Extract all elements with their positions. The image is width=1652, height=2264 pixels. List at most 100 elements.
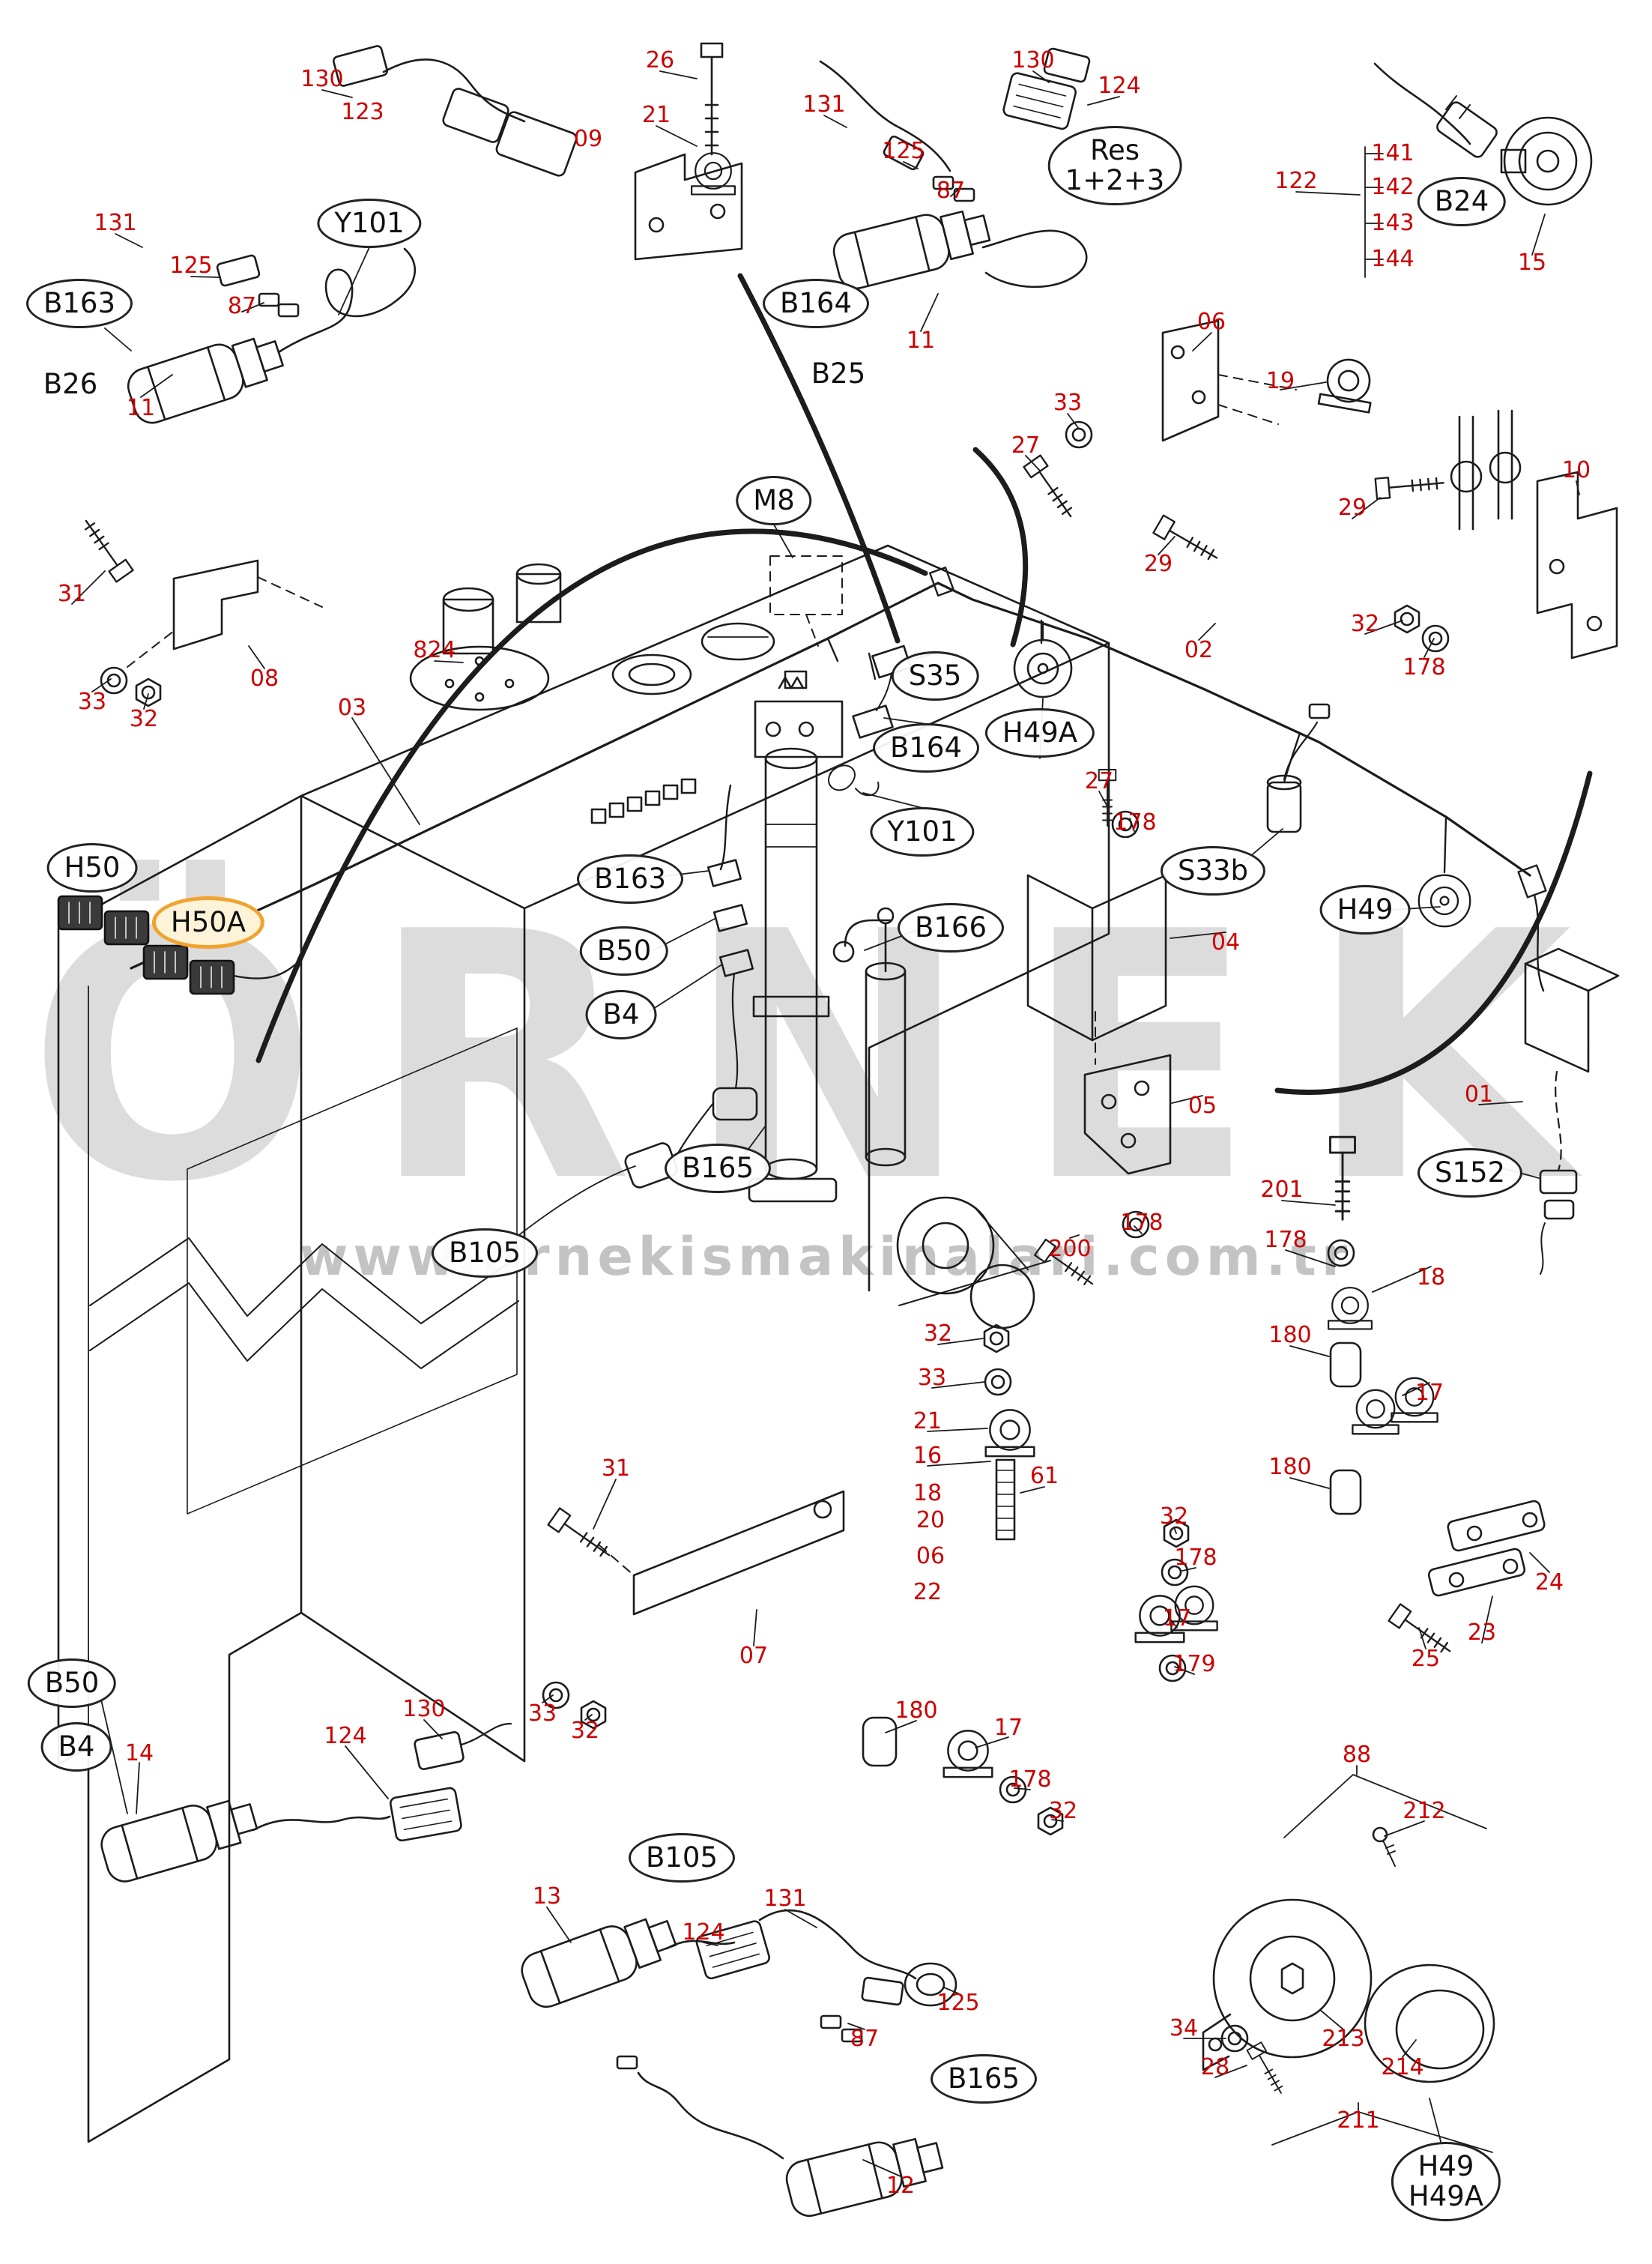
part-number-label: 31 xyxy=(601,1455,631,1482)
part-number-label: 20 xyxy=(916,1507,945,1533)
bracket-09-assembly xyxy=(634,42,743,261)
part-number-label: 16 xyxy=(913,1443,943,1469)
part-number-label: 08 xyxy=(249,665,279,692)
part-number-label: 212 xyxy=(1403,1798,1446,1824)
part-number-label: 04 xyxy=(1211,929,1241,956)
part-number-label: 131 xyxy=(94,210,137,236)
part-number-label: 180 xyxy=(895,1697,938,1724)
part-number-label: 87 xyxy=(850,2026,880,2052)
part-number-label: 05 xyxy=(1187,1093,1217,1119)
part-number-label: 180 xyxy=(1268,1454,1312,1480)
part-number-label: 34 xyxy=(1169,2015,1199,2041)
sensor-s33b xyxy=(1266,703,1331,833)
part-number-label: 15 xyxy=(1517,250,1547,276)
part-number-label: 18 xyxy=(1416,1264,1446,1291)
part-number-label: 32 xyxy=(570,1718,600,1744)
part-number-label: 21 xyxy=(641,102,671,128)
bracket-04 xyxy=(1026,769,1167,1042)
ref-label-b163: B163 xyxy=(25,279,133,328)
part-number-label: 122 xyxy=(1274,168,1318,194)
part-number-label: 130 xyxy=(402,1696,446,1722)
part-number-label: 21 xyxy=(913,1408,943,1434)
bracket-05 xyxy=(1034,1054,1172,1293)
part-number-label: 11 xyxy=(126,395,156,421)
part-number-label: 178 xyxy=(1403,654,1446,680)
part-number-label: 07 xyxy=(739,1643,769,1669)
part-number-label: 125 xyxy=(169,253,213,279)
ref-label-b164: B164 xyxy=(762,279,870,328)
ref-label-h49-h49a: H49 H49A xyxy=(1391,2142,1501,2221)
part-number-label: 87 xyxy=(227,293,257,319)
hardware-column-mid xyxy=(983,1323,1035,1541)
ref-label-b165: B165 xyxy=(664,1144,772,1193)
part-number-label: 214 xyxy=(1381,2054,1424,2080)
part-number-label: 123 xyxy=(341,99,384,125)
bracket-07 xyxy=(542,1490,845,1730)
part-number-label: 87 xyxy=(936,178,966,204)
part-number-label: 61 xyxy=(1029,1463,1059,1489)
part-number-label: 33 xyxy=(77,689,107,715)
part-number-label: 24 xyxy=(1534,1569,1564,1596)
part-number-label: 130 xyxy=(300,66,344,92)
plates-23-24 xyxy=(1388,1500,1546,1661)
ref-label-b26: B26 xyxy=(43,368,98,401)
cable-130-123 xyxy=(332,45,578,177)
ref-label-h50a: H50A xyxy=(151,896,265,949)
ref-label-b4: B4 xyxy=(40,1722,112,1772)
part-number-label: 178 xyxy=(1113,809,1157,836)
part-number-label: 178 xyxy=(1174,1545,1217,1571)
ref-label-h49: H49 xyxy=(1319,885,1411,935)
dashed-lines xyxy=(127,374,1297,1065)
tank-body xyxy=(57,544,1110,2143)
filler-cap-assembly xyxy=(409,563,775,824)
ref-label-b4: B4 xyxy=(585,990,657,1039)
part-number-label: 824 xyxy=(413,637,456,663)
ref-label-b25: B25 xyxy=(811,357,866,390)
part-number-label: 32 xyxy=(1048,1798,1078,1824)
part-number-label: 12 xyxy=(886,2173,916,2199)
ref-label-b24: B24 xyxy=(1417,177,1507,226)
part-number-label: 33 xyxy=(917,1365,947,1391)
part-number-label: 17 xyxy=(993,1715,1023,1741)
part-number-label: 32 xyxy=(923,1320,953,1347)
part-number-label: 131 xyxy=(763,1886,807,1912)
clamp-180-17-bottom xyxy=(862,1716,1064,1836)
part-number-label: 22 xyxy=(913,1579,943,1605)
part-number-label: 211 xyxy=(1337,2107,1380,2134)
part-number-label: 130 xyxy=(1011,47,1055,73)
part-number-label: 124 xyxy=(324,1723,367,1749)
ref-label-b163: B163 xyxy=(576,854,684,904)
part-number-label: 201 xyxy=(1260,1177,1304,1203)
part-number-label: 28 xyxy=(1200,2054,1230,2080)
watermark-brand: ÖRNEK xyxy=(27,860,1625,1257)
ref-label-s152: S152 xyxy=(1417,1148,1523,1198)
part-number-label: 180 xyxy=(1268,1322,1312,1348)
part-number-label: 178 xyxy=(1008,1766,1052,1793)
part-number-label: 27 xyxy=(1011,432,1041,459)
part-number-label: 18 xyxy=(913,1480,943,1506)
clamp-stack-right xyxy=(1327,1135,1438,1515)
ref-label-b166: B166 xyxy=(897,903,1005,953)
part-number-label: 10 xyxy=(1561,457,1591,483)
part-number-label: 178 xyxy=(1264,1227,1307,1253)
part-number-label: 29 xyxy=(1337,495,1367,521)
part-number-label: 11 xyxy=(906,327,936,354)
sensor-b25 xyxy=(829,199,1088,294)
ref-label-b50: B50 xyxy=(579,926,669,976)
part-number-label: 31 xyxy=(57,581,87,607)
bracket-08 xyxy=(76,514,259,707)
part-number-label: 131 xyxy=(802,91,846,118)
part-number-label: 213 xyxy=(1322,2026,1365,2052)
part-number-label: 19 xyxy=(1265,368,1295,394)
ref-label-s33b: S33b xyxy=(1160,846,1266,896)
ref-label-s35: S35 xyxy=(891,651,979,701)
part-number-label: 13 xyxy=(532,1883,562,1910)
sensor-12-b165 xyxy=(616,2055,948,2221)
part-number-label: 200 xyxy=(1048,1236,1092,1262)
ref-label-h50: H50 xyxy=(46,843,138,893)
part-number-label: 03 xyxy=(337,695,367,721)
pipes-upper-right xyxy=(1450,409,1522,531)
b24-pressure-cap xyxy=(1364,62,1593,278)
